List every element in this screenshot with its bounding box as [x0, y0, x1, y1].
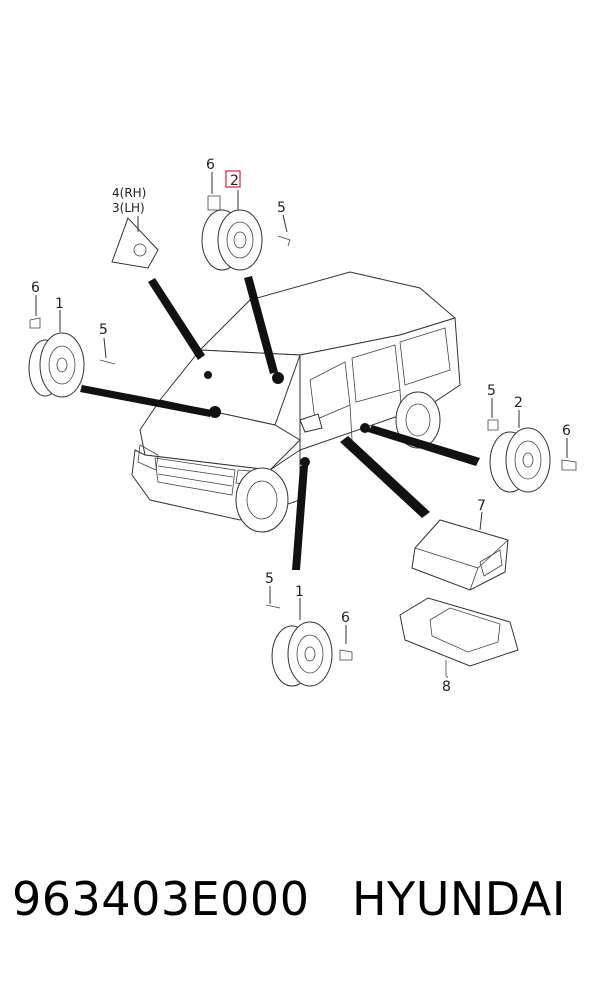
amplifier-part	[411, 519, 509, 591]
brand-name: HYUNDAI	[352, 872, 566, 926]
callout-speaker-top: 2	[230, 173, 239, 189]
callout-tweeter-rh: 4(RH)	[112, 186, 146, 200]
callout-speaker-rear-right: 2	[514, 395, 523, 411]
callout-amplifier: 7	[477, 498, 486, 514]
callout-tweeter-lh: 3(LH)	[112, 201, 145, 215]
tweeter-part	[111, 217, 159, 269]
speaker-rear-right-part	[487, 419, 577, 493]
callout-screw-top: 5	[277, 200, 286, 216]
callout-clip-top: 6	[206, 157, 215, 173]
highlight-box	[225, 170, 241, 188]
callout-speaker-front-left: 1	[55, 296, 64, 312]
callout-screw-bottom: 5	[265, 571, 274, 587]
bracket-part	[399, 597, 519, 676]
callout-clip-right: 6	[562, 423, 571, 439]
vehicle-illustration	[131, 271, 461, 533]
speaker-top-part	[201, 195, 291, 271]
callout-clip-left: 6	[31, 280, 40, 296]
callout-clip-bottom: 6	[341, 610, 350, 626]
speaker-front-left-part	[28, 317, 116, 398]
part-number: 963403E000	[12, 872, 310, 926]
speaker-bottom-part	[265, 604, 353, 687]
callout-speaker-bottom: 1	[295, 584, 304, 600]
callout-screw-left: 5	[99, 322, 108, 338]
callout-leaders	[35, 172, 568, 678]
callout-screw-right: 5	[487, 383, 496, 399]
leader-arrows	[80, 276, 480, 570]
callout-bracket: 8	[442, 679, 451, 695]
